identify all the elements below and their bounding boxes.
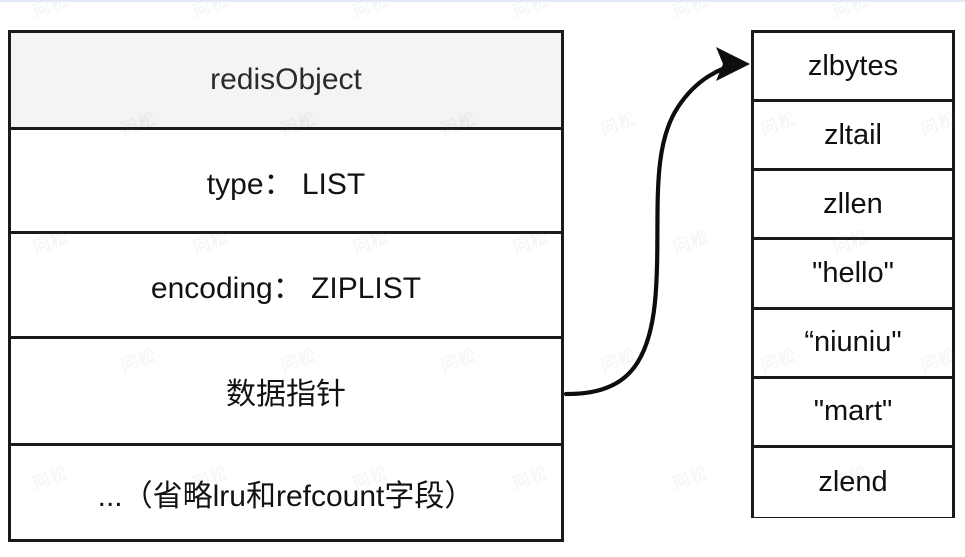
object-field-encoding: encoding： ZIPLIST bbox=[11, 234, 561, 339]
object-field-type: type： LIST bbox=[11, 130, 561, 234]
watermark-text: 问松 bbox=[350, 0, 392, 23]
watermark-text: 问松 bbox=[670, 227, 712, 259]
ziplist-box: zlbytes zltail zllen "hello" “niuniu" "m… bbox=[751, 30, 955, 518]
ziplist-entry-zltail: zltail bbox=[754, 102, 952, 172]
ziplist-entry-zllen: zllen bbox=[754, 171, 952, 241]
watermark-text: 问松 bbox=[670, 463, 712, 495]
watermark-text: 问松 bbox=[190, 0, 232, 23]
watermark-text: 问松 bbox=[598, 109, 640, 141]
ziplist-entry-niuniu: “niuniu" bbox=[754, 309, 952, 379]
redis-object-box: redisObject type： LIST encoding： ZIPLIST… bbox=[8, 30, 564, 542]
ziplist-entry-zlend: zlend bbox=[754, 447, 952, 517]
watermark-text: 问松 bbox=[670, 0, 712, 23]
watermark-text: 问松 bbox=[830, 0, 872, 23]
object-field-data-pointer: 数据指针 bbox=[11, 339, 561, 446]
ziplist-entry-hello: "hello" bbox=[754, 240, 952, 310]
watermark-text: 问松 bbox=[510, 0, 552, 23]
redis-object-header: redisObject bbox=[11, 33, 561, 130]
object-field-omitted-note: ...（省略lru和refcount字段） bbox=[11, 446, 561, 539]
watermark-text: 问松 bbox=[598, 345, 640, 377]
ziplist-entry-mart: "mart" bbox=[754, 378, 952, 448]
watermark-text: 问松 bbox=[30, 0, 72, 23]
ziplist-entry-zlbytes: zlbytes bbox=[754, 33, 952, 103]
